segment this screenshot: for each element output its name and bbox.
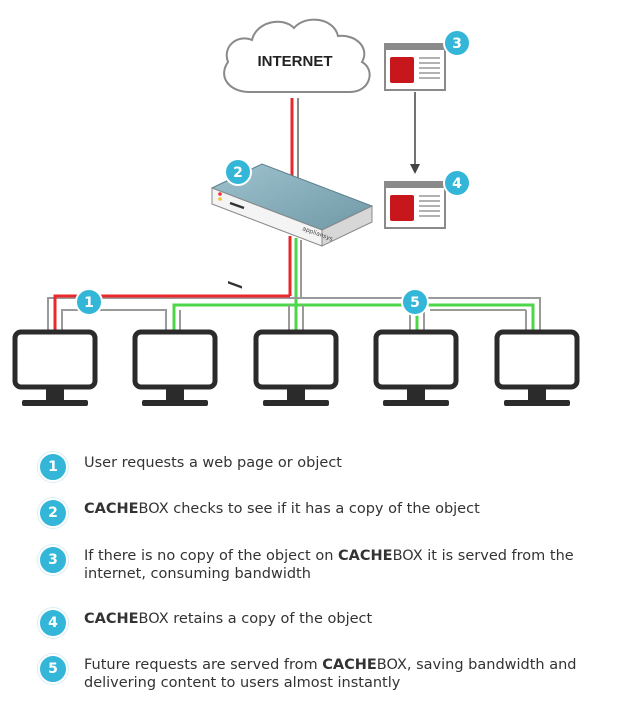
monitor-4 [373, 329, 459, 406]
svg-text:5: 5 [410, 295, 420, 311]
trunk-cables [288, 236, 302, 305]
legend-badge: 1 [38, 452, 68, 482]
legend-item-3: 3 If there is no copy of the object on C… [38, 545, 598, 583]
cachebox-appliance: appliansys [210, 163, 374, 289]
svg-text:2: 2 [233, 165, 243, 181]
callout-3: 3 [443, 29, 471, 57]
svg-text:4: 4 [452, 176, 462, 192]
distribution-cables [47, 294, 541, 332]
webpage-icon-cached [384, 181, 446, 229]
legend-badge: 5 [38, 654, 68, 684]
webpage-icon-internet [384, 43, 446, 91]
legend-item-5: 5 Future requests are served from CACHEB… [38, 654, 598, 692]
internet-label: INTERNET [258, 53, 333, 70]
legend-text: If there is no copy of the object on CAC… [84, 548, 574, 582]
svg-text:1: 1 [84, 295, 94, 311]
svg-text:3: 3 [452, 36, 462, 52]
callout-2: 2 [224, 158, 252, 186]
legend-badge: 4 [38, 608, 68, 638]
callout-5: 5 [401, 288, 429, 316]
monitor-3 [253, 329, 339, 406]
legend-text: CACHEBOX retains a copy of the object [84, 611, 373, 627]
legend-text: User requests a web page or object [84, 455, 342, 471]
uplink-cables [290, 98, 299, 178]
legend-item-1: 1 User requests a web page or object [38, 452, 598, 482]
client-monitors [12, 329, 580, 406]
legend-text: Future requests are served from CACHEBOX… [84, 657, 577, 691]
callout-1: 1 [75, 288, 103, 316]
monitor-1 [12, 329, 98, 406]
legend-badge: 3 [38, 545, 68, 575]
monitor-2 [132, 329, 218, 406]
monitor-5 [494, 329, 580, 406]
legend-item-2: 2 CACHEBOX checks to see if it has a cop… [38, 498, 598, 528]
cache-arrow [410, 92, 420, 174]
legend-badge: 2 [38, 498, 68, 528]
callout-4: 4 [443, 169, 471, 197]
internet-cloud: INTERNET [223, 18, 371, 93]
cachebox-diagram: INTERNET appliansys [12, 18, 580, 406]
legend-text: CACHEBOX checks to see if it has a copy … [84, 501, 480, 517]
legend-item-4: 4 CACHEBOX retains a copy of the object [38, 608, 598, 638]
